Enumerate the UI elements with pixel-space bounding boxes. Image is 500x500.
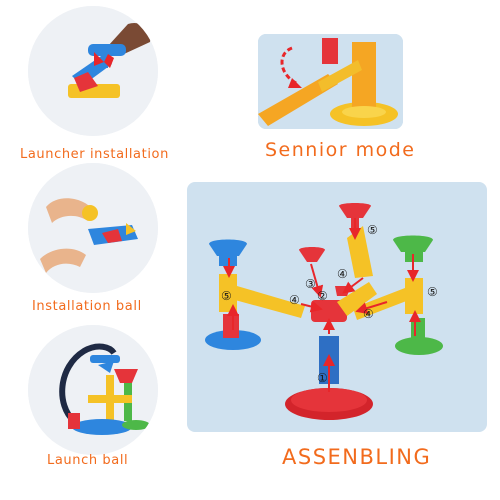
marker-4-left: ④	[289, 293, 300, 307]
step-label-launcher-installation: Launcher installation	[20, 147, 169, 162]
marker-4-middle: ④	[337, 267, 348, 281]
marker-4-right: ④	[363, 307, 374, 321]
installation-ball-photo	[28, 163, 158, 293]
senior-mode-label: Sennior mode	[265, 139, 416, 161]
marker-2: ②	[317, 289, 328, 303]
marker-5-right: ⑤	[427, 285, 438, 299]
assembling-panel: ① ② ③ ④ ⑤ ④ ⑤ ④ ⑤	[187, 182, 487, 432]
step-label-installation-ball: Installation ball	[32, 299, 142, 314]
marker-5-middle: ⑤	[367, 223, 378, 237]
assembling-label: ASSENBLING	[282, 445, 432, 469]
senior-mode-panel	[258, 34, 403, 129]
marker-3: ③	[305, 277, 316, 291]
launcher-installation-photo	[28, 6, 158, 136]
launch-ball-photo	[28, 325, 158, 455]
marker-5-left: ⑤	[221, 289, 232, 303]
marker-1: ①	[317, 371, 328, 385]
step-label-launch-ball: Launch ball	[47, 453, 129, 468]
